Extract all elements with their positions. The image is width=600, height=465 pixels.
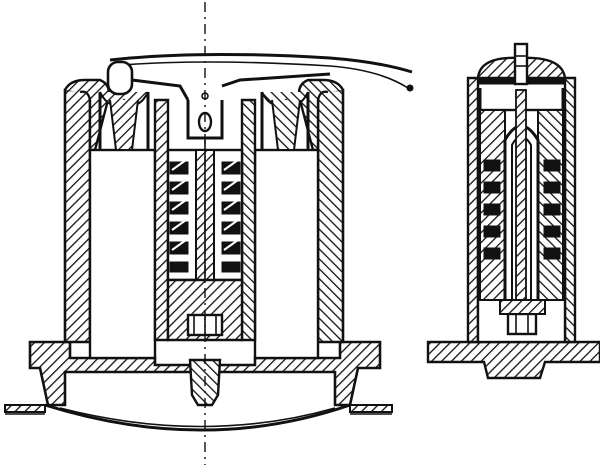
lever-knob bbox=[106, 60, 134, 96]
side-coil-spring bbox=[483, 159, 561, 260]
top-lever-arm bbox=[109, 52, 413, 74]
side-stem bbox=[513, 42, 529, 86]
side-cross-section bbox=[426, 42, 600, 380]
left-chamber bbox=[88, 148, 157, 360]
center-housing-right bbox=[240, 98, 257, 342]
side-nut bbox=[506, 312, 538, 336]
right-chamber bbox=[253, 148, 320, 360]
side-base-plate bbox=[426, 340, 600, 380]
center-housing-left bbox=[153, 98, 170, 342]
bottom-dome bbox=[44, 403, 351, 432]
main-cross-section bbox=[4, 2, 414, 465]
right-outer-wall bbox=[316, 88, 345, 344]
left-outer-wall bbox=[63, 88, 92, 344]
lower-flange bbox=[28, 340, 382, 407]
coil-spring bbox=[169, 159, 241, 273]
base-plate bbox=[4, 404, 393, 415]
